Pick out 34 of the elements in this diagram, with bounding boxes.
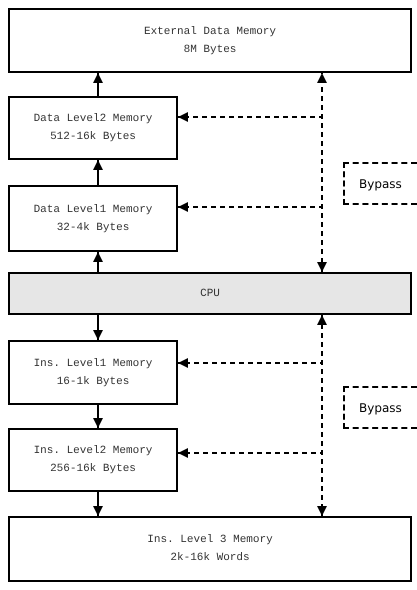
bypass-box (343, 162, 417, 205)
node-detail: 32-4k Bytes (56, 220, 130, 236)
bypass-arrow (178, 202, 323, 272)
arrow (93, 252, 103, 272)
node-title: CPU (200, 286, 220, 302)
node-title: External Data Memory (144, 24, 276, 40)
arrow (93, 405, 103, 428)
arrow (93, 315, 103, 340)
memory-box (8, 516, 412, 582)
bypass-arrow (317, 315, 327, 516)
node-title: Data Level1 Memory (34, 202, 152, 218)
memory-box (8, 8, 412, 73)
arrow (93, 160, 103, 185)
arrow (93, 73, 103, 96)
cpu-box (8, 272, 412, 315)
memory-box (8, 340, 178, 405)
node-detail: 256-16k Bytes (50, 462, 136, 477)
arrow (93, 492, 103, 516)
bypass-arrow (178, 315, 323, 458)
node-detail: 512-16k Bytes (50, 130, 136, 145)
node-detail: 16-1k Bytes (56, 374, 130, 390)
node-detail: 2k-16k Words (170, 551, 250, 566)
memory-box (8, 428, 178, 492)
node-title: Bypass (359, 176, 402, 192)
node-detail: 8M Bytes (184, 42, 236, 58)
node-title: Ins. Level1 Memory (34, 356, 152, 372)
bypass-box (343, 386, 417, 429)
memory-box (8, 96, 178, 160)
node-title: Ins. Level2 Memory (34, 444, 152, 459)
node-title: Ins. Level 3 Memory (147, 533, 273, 548)
node-title: Bypass (359, 400, 402, 416)
node-title: Data Level2 Memory (34, 112, 152, 127)
bypass-arrow (317, 73, 327, 272)
memory-box (8, 185, 178, 252)
